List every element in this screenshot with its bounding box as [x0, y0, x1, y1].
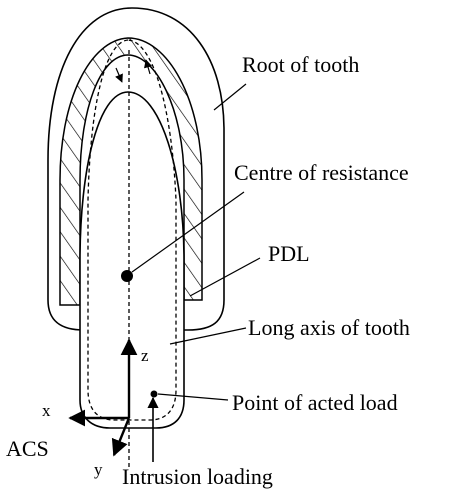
apex-arrow-left — [116, 68, 122, 82]
label-point-of-load: Point of acted load — [232, 390, 398, 415]
label-intrusion-loading: Intrusion loading — [122, 464, 273, 489]
point-of-load-dot — [151, 391, 158, 398]
label-z-axis: z — [141, 346, 149, 365]
label-centre-of-resistance: Centre of resistance — [234, 160, 409, 185]
label-pdl: PDL — [268, 241, 310, 266]
label-x-axis: x — [42, 401, 51, 420]
label-y-axis: y — [94, 460, 103, 479]
label-long-axis: Long axis of tooth — [248, 315, 410, 340]
tooth-body — [80, 92, 184, 428]
label-root-of-tooth: Root of tooth — [242, 52, 359, 77]
label-acs: ACS — [6, 436, 49, 461]
centre-of-resistance-dot — [121, 270, 133, 282]
